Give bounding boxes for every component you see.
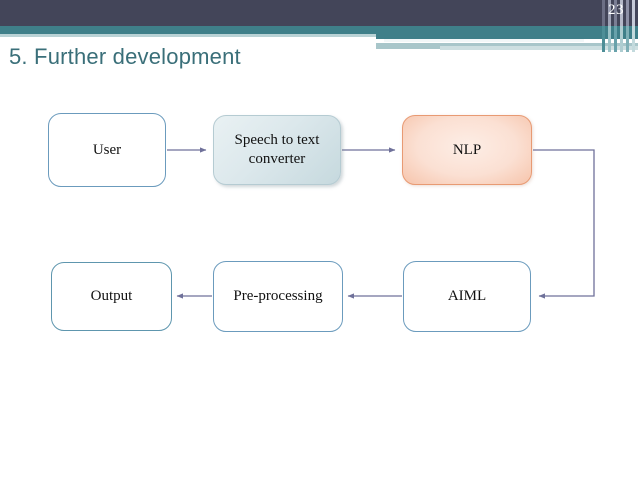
header-teal-band <box>0 26 638 34</box>
header-stripe-teal-6 <box>632 26 635 52</box>
header-accent-bar-1 <box>376 34 638 39</box>
slide-header: 23 <box>0 0 638 52</box>
flow-node-nlp-label: NLP <box>452 141 482 158</box>
flow-node-output[interactable]: Output <box>51 262 172 331</box>
header-stripe-teal-1 <box>602 26 605 52</box>
header-dark-band <box>0 0 638 26</box>
flow-node-speech-to-text-converter-label: Speech to text converter <box>234 132 320 167</box>
flow-node-aiml[interactable]: AIML <box>403 261 531 332</box>
flow-node-user-label: User <box>92 141 122 158</box>
flow-node-nlp[interactable]: NLP <box>402 115 532 185</box>
header-stripe-teal-5 <box>626 26 629 52</box>
flow-node-aiml-label: AIML <box>447 288 487 305</box>
page-number: 23 <box>608 2 624 18</box>
flow-node-pre-processing-label: Pre-processing <box>233 288 323 305</box>
header-stripe-teal-4 <box>620 26 623 52</box>
flow-node-pre-processing[interactable]: Pre-processing <box>213 261 343 332</box>
flow-node-user[interactable]: User <box>48 113 166 187</box>
flow-node-speech-to-text-converter[interactable]: Speech to text converter <box>213 115 341 185</box>
page-title: 5. Further development <box>9 44 241 69</box>
header-accent-bar-4 <box>384 39 584 42</box>
header-accent-bar-5 <box>440 46 638 50</box>
header-pale-band <box>0 34 638 37</box>
edge-nlp-to-aiml <box>533 149 595 299</box>
header-stripe-teal-2 <box>608 26 611 52</box>
header-stripe-teal-3 <box>614 26 617 52</box>
flow-node-output-label: Output <box>90 288 133 305</box>
